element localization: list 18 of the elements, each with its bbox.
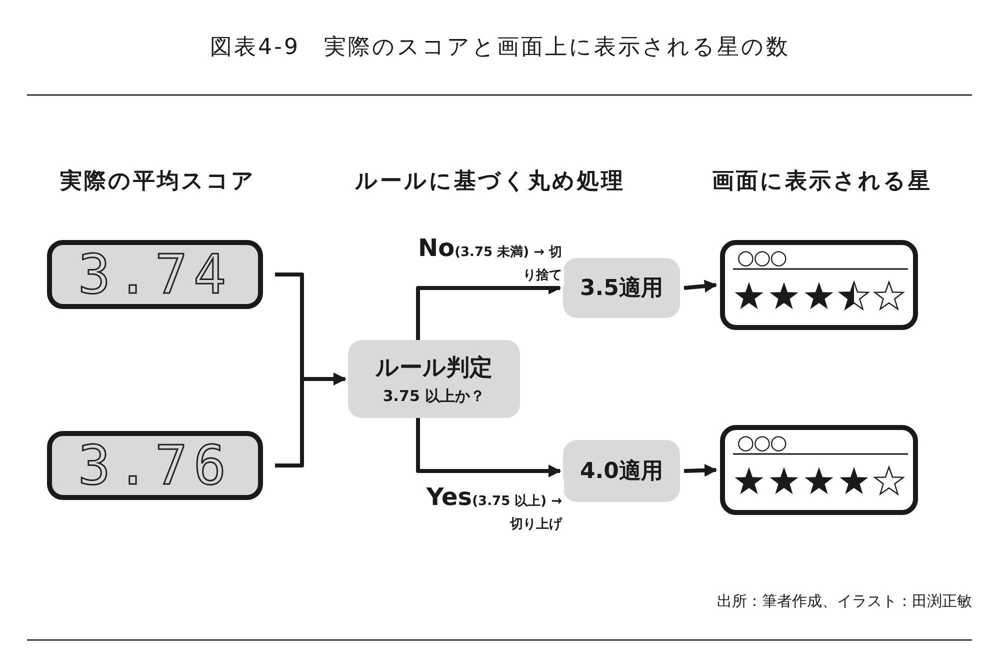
decision-box: ルール判定 3.75 以上か？ [348, 340, 520, 418]
source-note: 出所：筆者作成、イラスト：田渕正敏 [717, 592, 972, 611]
arrow [684, 464, 718, 477]
rating-screen [720, 240, 918, 330]
score-box: 3.76 [47, 431, 263, 500]
column-heading: ルールに基づく丸め処理 [354, 168, 626, 196]
figure-title: 図表4-9 実際のスコアと画面上に表示される星の数 [209, 34, 791, 62]
result-box: 4.0適用 [563, 440, 680, 502]
arrow [275, 372, 346, 468]
result-box: 3.5適用 [563, 258, 680, 318]
column-heading: 画面に表示される星 [711, 168, 933, 196]
arrow [684, 280, 718, 292]
score-box: 3.74 [47, 240, 263, 309]
rating-screen [720, 425, 918, 515]
arrow [416, 418, 562, 478]
column-heading: 実際の平均スコア [59, 168, 257, 196]
placeholder-text: ○○○ [737, 430, 786, 454]
placeholder-text: ○○○ [737, 245, 786, 269]
